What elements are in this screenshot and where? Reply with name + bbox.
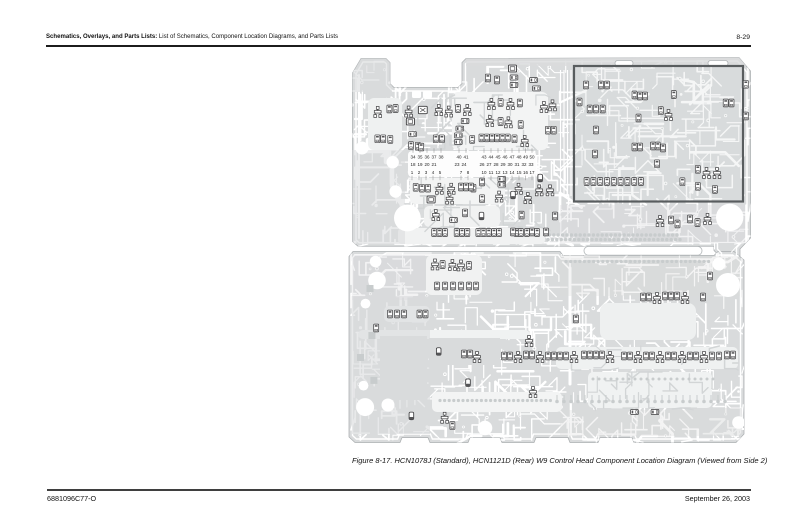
svg-text:16: 16 [523,170,529,175]
svg-text:36: 36 [424,154,430,159]
svg-text:23: 23 [454,162,460,167]
svg-text:49: 49 [523,154,529,159]
svg-text:2: 2 [418,170,421,175]
svg-text:37: 37 [431,154,437,159]
svg-text:34: 34 [410,154,416,159]
svg-text:7: 7 [460,170,463,175]
svg-text:4: 4 [432,170,435,175]
svg-text:38: 38 [438,154,444,159]
svg-text:10: 10 [481,170,487,175]
svg-text:40: 40 [456,154,462,159]
svg-text:27: 27 [486,162,492,167]
svg-text:1: 1 [411,170,414,175]
svg-text:48: 48 [516,154,522,159]
svg-text:8: 8 [467,170,470,175]
svg-text:13: 13 [502,170,508,175]
svg-text:41: 41 [463,154,469,159]
svg-text:35: 35 [417,154,423,159]
svg-text:33: 33 [528,162,534,167]
svg-text:31: 31 [514,162,520,167]
svg-text:17: 17 [529,170,535,175]
svg-text:5: 5 [439,170,442,175]
svg-text:26: 26 [479,162,485,167]
svg-text:18: 18 [410,162,416,167]
svg-text:45: 45 [495,154,501,159]
svg-text:14: 14 [509,170,515,175]
svg-text:44: 44 [488,154,494,159]
svg-text:21: 21 [431,162,437,167]
svg-text:3: 3 [425,170,428,175]
svg-text:11: 11 [489,170,494,175]
svg-text:24: 24 [461,162,467,167]
svg-text:43: 43 [481,154,487,159]
svg-text:15: 15 [516,170,522,175]
svg-text:12: 12 [495,170,501,175]
svg-text:29: 29 [500,162,506,167]
svg-text:46: 46 [502,154,508,159]
svg-text:28: 28 [493,162,499,167]
svg-text:19: 19 [417,162,423,167]
svg-text:20: 20 [424,162,430,167]
svg-text:32: 32 [521,162,527,167]
svg-text:47: 47 [509,154,515,159]
svg-text:30: 30 [507,162,513,167]
svg-text:50: 50 [529,154,535,159]
